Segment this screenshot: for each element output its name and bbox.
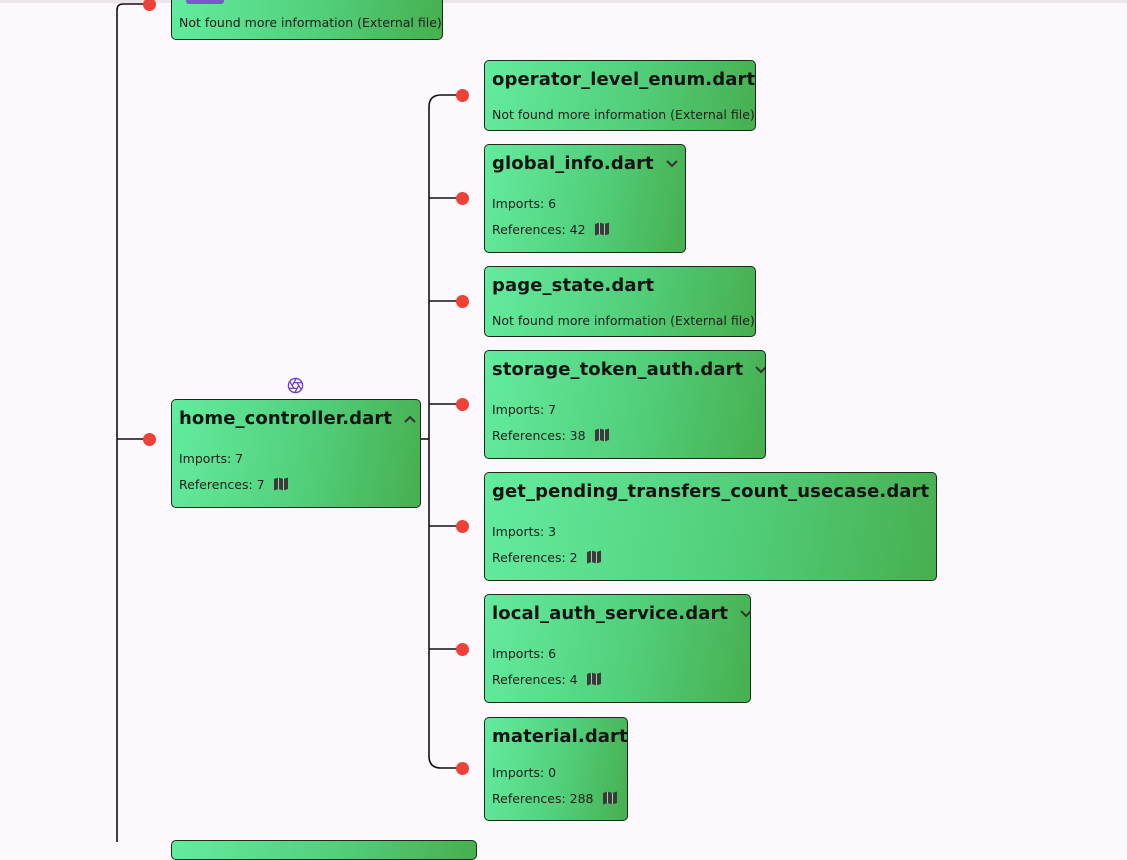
references-count: References: 2 <box>492 549 578 565</box>
connector-dot <box>456 192 469 205</box>
chevron-up-icon[interactable] <box>402 413 418 425</box>
connector-dot <box>143 433 156 446</box>
references-count: References: 4 <box>492 671 578 687</box>
children-trunk-line <box>428 94 462 769</box>
node-title: page_state.dart <box>492 275 655 296</box>
references-count: References: 38 <box>492 427 586 443</box>
map-icon[interactable] <box>273 476 289 492</box>
node-subtitle: Not found more information (External fil… <box>492 107 755 122</box>
chevron-down-icon[interactable] <box>753 364 766 376</box>
node-subtitle: Not found more information (External fil… <box>179 15 442 30</box>
map-icon[interactable] <box>594 221 610 237</box>
child-file-node[interactable]: page_state.dart Not found more informati… <box>484 266 756 337</box>
external-file-node[interactable]: Not found more information (External fil… <box>171 0 443 40</box>
imports-count: Imports: 7 <box>179 451 244 466</box>
node-title: get_pending_transfers_count_usecase.dart <box>492 481 930 502</box>
aperture-icon[interactable] <box>287 377 304 394</box>
child-file-node[interactable]: operator_level_enum.dart Not found more … <box>484 60 756 131</box>
node-title: local_auth_service.dart <box>492 603 729 624</box>
node-subtitle: Not found more information (External fil… <box>492 313 755 328</box>
connector-dot <box>456 295 469 308</box>
connector-dot <box>456 643 469 656</box>
node-tag <box>186 0 224 4</box>
node-title: global_info.dart <box>492 153 654 174</box>
connector-dot <box>456 89 469 102</box>
child-file-node[interactable]: storage_token_auth.dart Imports: 7 Refer… <box>484 350 766 459</box>
connector-dot <box>456 762 469 775</box>
node-title: storage_token_auth.dart <box>492 359 744 380</box>
child-file-node[interactable]: global_info.dart Imports: 6 References: … <box>484 144 686 253</box>
chevron-down-icon[interactable] <box>738 608 751 620</box>
root-file-node[interactable]: home_controller.dart Imports: 7 Referenc… <box>171 399 421 508</box>
map-icon[interactable] <box>586 671 602 687</box>
left-trunk-line <box>116 3 150 842</box>
map-icon[interactable] <box>586 549 602 565</box>
map-icon[interactable] <box>602 790 618 806</box>
imports-count: Imports: 0 <box>492 765 557 780</box>
connector-dot <box>456 520 469 533</box>
child-file-node[interactable]: get_pending_transfers_count_usecase.dart… <box>484 472 937 581</box>
node-title: operator_level_enum.dart <box>492 69 756 90</box>
child-file-node[interactable]: material.dart Imports: 0 References: 288 <box>484 717 628 821</box>
next-file-node[interactable] <box>171 840 477 860</box>
imports-count: Imports: 3 <box>492 524 557 539</box>
references-count: References: 288 <box>492 790 594 806</box>
top-divider <box>0 0 1127 3</box>
imports-count: Imports: 6 <box>492 196 557 211</box>
connector-dot <box>456 398 469 411</box>
chevron-down-icon[interactable] <box>664 158 680 170</box>
imports-count: Imports: 7 <box>492 402 557 417</box>
references-count: References: 42 <box>492 221 586 237</box>
references-count: References: 7 <box>179 476 265 492</box>
map-icon[interactable] <box>594 427 610 443</box>
connector-dot <box>143 0 156 11</box>
node-title: home_controller.dart <box>179 408 393 429</box>
child-file-node[interactable]: local_auth_service.dart Imports: 6 Refer… <box>484 594 751 703</box>
node-title: material.dart <box>492 726 628 747</box>
imports-count: Imports: 6 <box>492 646 557 661</box>
